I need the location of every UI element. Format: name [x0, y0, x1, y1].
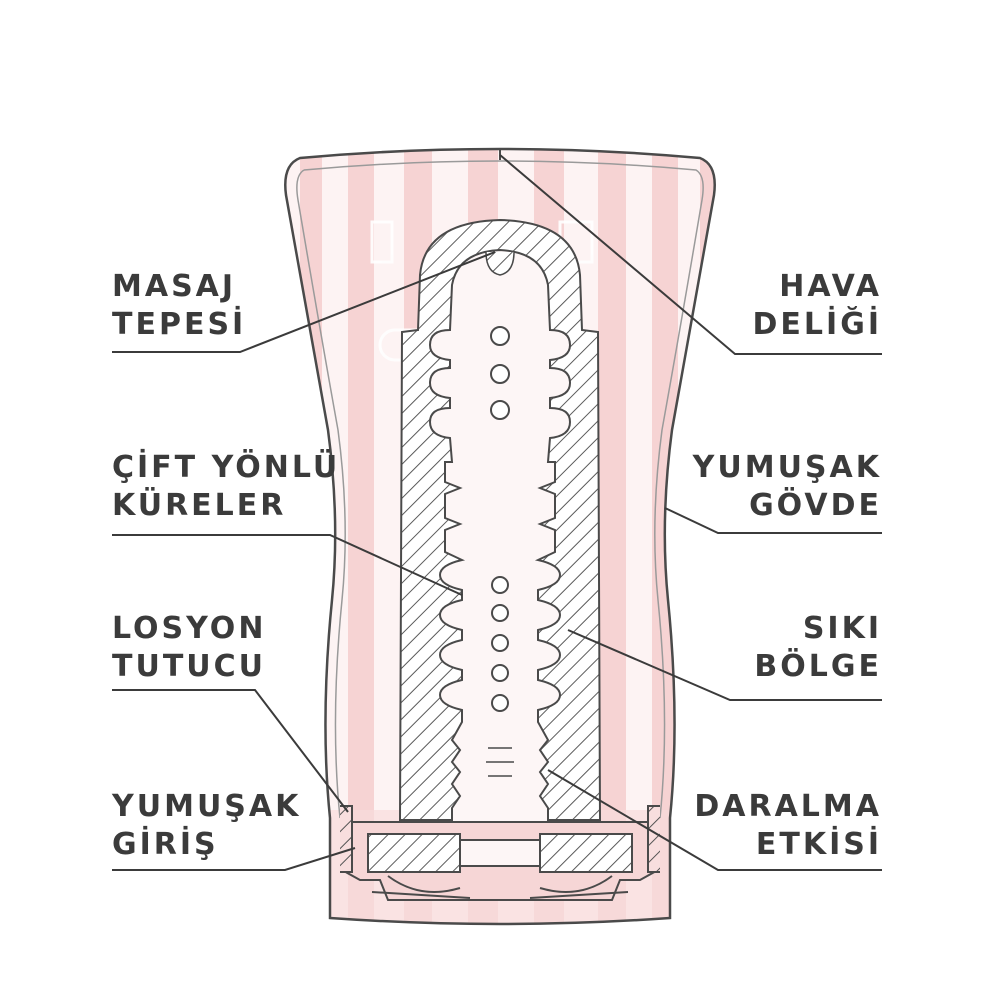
label-cift-yonlu-kureler: ÇİFT YÖNLÜ KÜRELER [112, 449, 340, 525]
label-masaj-tepesi: MASAJ TEPESİ [112, 268, 246, 344]
label-line: DELİĞİ [752, 307, 882, 342]
label-yumusak-giris: YUMUŞAK GİRİŞ [112, 788, 301, 864]
leader-losyon-tutucu [112, 689, 349, 813]
label-line: YUMUŞAK [692, 450, 882, 485]
label-siki-bolge: SIKI BÖLGE [754, 610, 882, 686]
leader-lines [112, 154, 882, 871]
ribs [486, 747, 514, 777]
label-line: TEPESİ [112, 307, 247, 342]
inner-sleeve [398, 218, 602, 823]
label-line: BÖLGE [754, 649, 882, 684]
label-line: YUMUŞAK [112, 789, 302, 824]
leader-cift-yonlu-kureler [112, 534, 463, 596]
leader-siki-bolge [567, 629, 882, 701]
label-line: LOSYON [112, 611, 267, 646]
base-assembly [340, 805, 660, 901]
leader-yumusak-giris [112, 847, 356, 871]
leader-daralma-etkisi [547, 769, 882, 871]
label-line: GİRİŞ [112, 827, 219, 862]
label-daralma-etkisi: DARALMA ETKİSİ [694, 788, 882, 864]
label-hava-deligi: HAVA DELİĞİ [753, 268, 882, 344]
leader-yumusak-govde [664, 507, 882, 534]
label-yumusak-govde: YUMUŞAK GÖVDE [693, 449, 882, 525]
label-losyon-tutucu: LOSYON TUTUCU [112, 610, 266, 686]
label-line: ÇİFT YÖNLÜ [112, 450, 341, 485]
label-line: ETKİSİ [755, 827, 882, 862]
label-line: TUTUCU [112, 649, 267, 684]
label-line: MASAJ [112, 269, 237, 304]
label-line: GÖVDE [749, 488, 882, 523]
label-line: HAVA [779, 269, 882, 304]
label-line: DARALMA [694, 789, 882, 824]
label-line: KÜRELER [112, 488, 287, 523]
label-line: SIKI [802, 611, 882, 646]
leader-masaj-tepesi [112, 251, 496, 353]
sphere-dots [490, 326, 510, 712]
leader-hava-deligi [499, 154, 882, 355]
